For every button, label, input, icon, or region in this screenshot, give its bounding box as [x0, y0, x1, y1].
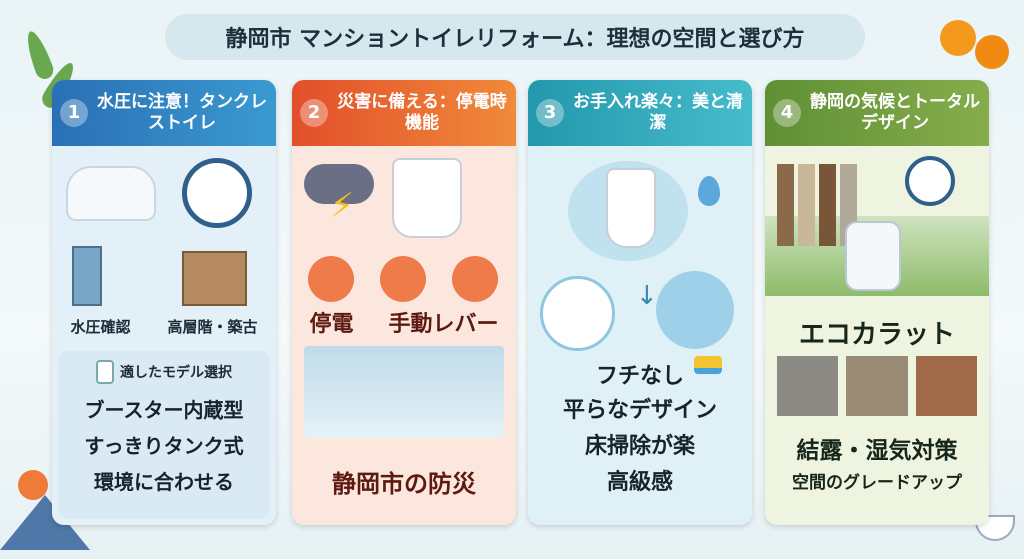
step-number: 3 — [536, 99, 564, 127]
line-flat-design: 平らなデザイン — [562, 398, 717, 423]
sponge-icon — [694, 356, 722, 374]
model-select-label: 適したモデル選択 — [120, 365, 232, 381]
rimless-bowl-icon — [540, 276, 615, 351]
sun-icon — [18, 470, 48, 500]
line-environment: 環境に合わせる — [94, 470, 234, 494]
mikan-orange-icon — [940, 20, 976, 56]
step-number: 4 — [773, 99, 801, 127]
line-disaster-prevention: 静岡市の防災 — [332, 470, 476, 498]
apartment-icon — [182, 251, 247, 306]
booster-unit-icon — [96, 360, 114, 384]
line-tank: すっきりタンク式 — [84, 434, 244, 458]
line-condensation: 結露・湿気対策 — [796, 438, 958, 464]
line-rimless: フチなし — [595, 364, 684, 389]
pressure-gauge-icon — [182, 158, 252, 228]
wall-tile-samples — [777, 356, 977, 416]
no-chemicals-icon — [905, 156, 955, 206]
arrow-down-icon: ↓ — [636, 281, 658, 311]
card-title: 静岡の気候とトータルデザイン — [810, 91, 980, 133]
card-header: 4 静岡の気候とトータルデザイン — [765, 80, 989, 146]
label-high-floor: 高層階・築古 — [167, 318, 258, 336]
line-luxury: 高級感 — [606, 470, 673, 495]
card-title: お手入れ楽々：美と清潔 — [573, 91, 743, 133]
bathroom-illustration — [304, 346, 504, 438]
water-drop-icon — [698, 176, 720, 206]
mikan-orange-icon — [975, 35, 1009, 69]
humidifier-icon — [845, 221, 901, 291]
toilet-icon — [606, 168, 656, 248]
tea-leaf-icon — [21, 28, 57, 82]
tile-samples — [777, 164, 857, 246]
card-title: 水圧に注意！タンクレストイレ — [97, 91, 267, 133]
product-ecocarat: エコカラット — [798, 320, 955, 350]
clean-toilet-icon — [656, 271, 734, 349]
step-number: 1 — [60, 99, 88, 127]
card-title: 災害に備える：停電時機能 — [337, 91, 507, 133]
tankless-toilet-icon — [66, 166, 156, 221]
card-header: 3 お手入れ楽々：美と清潔 — [528, 80, 752, 146]
card-climate-design: 4 静岡の気候とトータルデザイン エコカラット 結露・湿気対策 空間のグレードア… — [765, 80, 989, 525]
building-icon — [72, 246, 102, 306]
battery-icon — [452, 256, 498, 302]
line-booster: ブースター内蔵型 — [84, 398, 244, 422]
line-upgrade: 空間のグレードアップ — [792, 473, 962, 493]
card-header: 2 災害に備える：停電時機能 — [292, 80, 516, 146]
card-cleaning: 3 お手入れ楽々：美と清潔 ↓ フチなし 平らなデザイン 床掃除が楽 高級感 — [528, 80, 752, 525]
page-title: 静岡市 マンショントイレリフォーム：理想の空間と選び方 — [165, 14, 865, 60]
power-switch-icon — [308, 256, 354, 302]
storm-cloud-icon — [304, 164, 374, 204]
model-panel — [58, 351, 270, 519]
toilet-icon — [392, 158, 462, 238]
label-manual-lever: 手動レバー — [388, 312, 499, 337]
line-easy-floor: 床掃除が楽 — [584, 434, 695, 459]
card-water-pressure: 1 水圧に注意！タンクレストイレ 水圧確認 高層階・築古 適したモデル選択 ブー… — [52, 80, 276, 525]
card-disaster: 2 災害に備える：停電時機能 ⚡ 停電 手動レバー 静岡市の防災 — [292, 80, 516, 525]
lightning-icon: ⚡ — [330, 186, 354, 226]
manual-lever-icon — [380, 256, 426, 302]
step-number: 2 — [300, 99, 328, 127]
label-pressure-check: 水圧確認 — [70, 318, 131, 336]
card-header: 1 水圧に注意！タンクレストイレ — [52, 80, 276, 146]
label-blackout: 停電 — [309, 312, 354, 337]
